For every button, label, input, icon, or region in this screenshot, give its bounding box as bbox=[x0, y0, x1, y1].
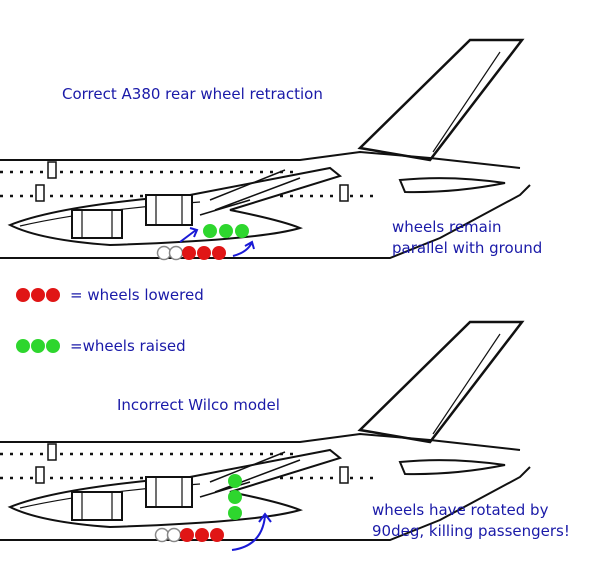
note-correct-line1: wheels remain bbox=[392, 218, 502, 236]
legend-lowered-label: = wheels lowered bbox=[70, 286, 204, 304]
note-incorrect-line1: wheels have rotated by bbox=[372, 501, 549, 519]
note-correct-line2: parallel with ground bbox=[392, 239, 542, 257]
retraction-arrows-correct bbox=[179, 227, 255, 257]
lowered-wheels-correct bbox=[156, 245, 226, 261]
incorrect-panel: Incorrect Wilco model wheels have rotate… bbox=[0, 320, 570, 551]
legend-raised-label: =wheels raised bbox=[70, 337, 186, 355]
note-incorrect-line2: 90deg, killing passengers! bbox=[372, 522, 570, 540]
legend-lowered-swatch bbox=[16, 288, 60, 302]
retraction-arrow-incorrect bbox=[231, 512, 272, 551]
raised-wheels-incorrect bbox=[228, 474, 242, 520]
lowered-wheels-incorrect bbox=[154, 527, 224, 543]
legend-raised-swatch bbox=[16, 339, 60, 353]
raised-wheels-correct bbox=[203, 224, 249, 238]
correct-panel: Correct A380 rear wheel retraction wheel… bbox=[0, 38, 542, 261]
legend: = wheels lowered =wheels raised bbox=[16, 286, 204, 355]
title-correct: Correct A380 rear wheel retraction bbox=[62, 85, 323, 103]
title-incorrect: Incorrect Wilco model bbox=[117, 396, 280, 414]
